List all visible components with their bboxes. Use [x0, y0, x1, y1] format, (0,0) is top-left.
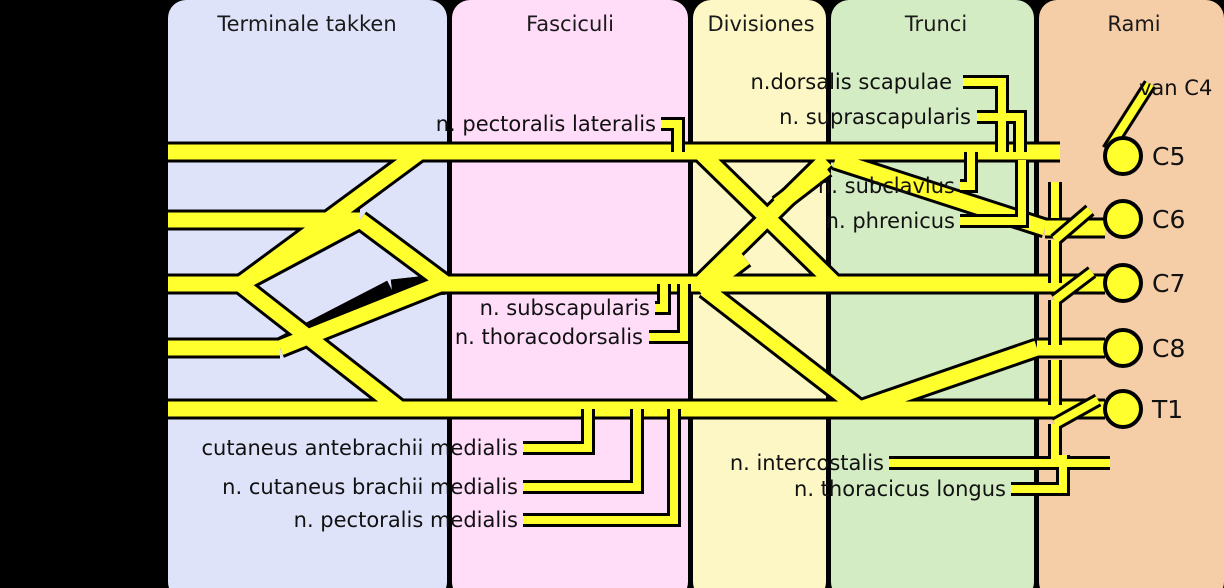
nerve-labels: n. pectoralis lateralis n.dorsalis scapul…: [202, 70, 1007, 532]
root-label-c5: C5: [1152, 142, 1185, 171]
root-label-c6: C6: [1152, 205, 1185, 234]
root-node-c5[interactable]: [1103, 136, 1143, 176]
nerve-label-subscapularis: n. subscapularis: [480, 296, 650, 320]
nerve-label-pectoralis-medialis: n. pectoralis medialis: [294, 508, 518, 532]
root-label-c8: C8: [1152, 334, 1185, 363]
root-nodes: [1103, 136, 1143, 429]
nerve-label-intercostalis: n. intercostalis: [730, 451, 884, 475]
nerve-label-cutaneus-antebrachii-medialis: cutaneus antebrachii medialis: [202, 436, 519, 460]
nerve-label-dorsalis-scapulae: n.dorsalis scapulae: [750, 70, 952, 94]
column-title-rami: Rami: [1107, 12, 1160, 36]
nerve-label-thoracodorsalis: n. thoracodorsalis: [455, 325, 643, 349]
column-titles: Terminale takken Fasciculi Divisiones Tr…: [216, 12, 1160, 36]
nerve-label-cutaneus-brachii-medialis: n. cutaneus brachii medialis: [222, 475, 518, 499]
root-node-c6[interactable]: [1103, 199, 1143, 239]
root-label-c7: C7: [1152, 269, 1185, 298]
root-node-c7[interactable]: [1103, 263, 1143, 303]
nerve-paths-fill: [168, 144, 1105, 417]
label-van-c4: van C4: [1139, 76, 1212, 100]
column-title-fasciculi: Fasciculi: [526, 12, 614, 36]
nerve-label-pectoralis-lateralis: n. pectoralis lateralis: [436, 112, 656, 136]
nerve-label-thoracicus-longus: n. thoracicus longus: [794, 477, 1006, 501]
column-title-trunci: Trunci: [904, 12, 967, 36]
column-title-terminale: Terminale takken: [216, 12, 396, 36]
nerve-label-phrenicus: n. phrenicus: [826, 209, 955, 233]
nerve-label-suprascapularis: n. suprascapularis: [779, 105, 971, 129]
root-node-t1[interactable]: [1103, 389, 1143, 429]
nerve-label-subclavius: n. subclavius: [818, 174, 955, 198]
root-node-c8[interactable]: [1103, 328, 1143, 368]
column-title-divisiones: Divisiones: [707, 12, 814, 36]
root-label-t1: T1: [1151, 395, 1183, 424]
branch-connectors-fill: [523, 78, 1154, 524]
